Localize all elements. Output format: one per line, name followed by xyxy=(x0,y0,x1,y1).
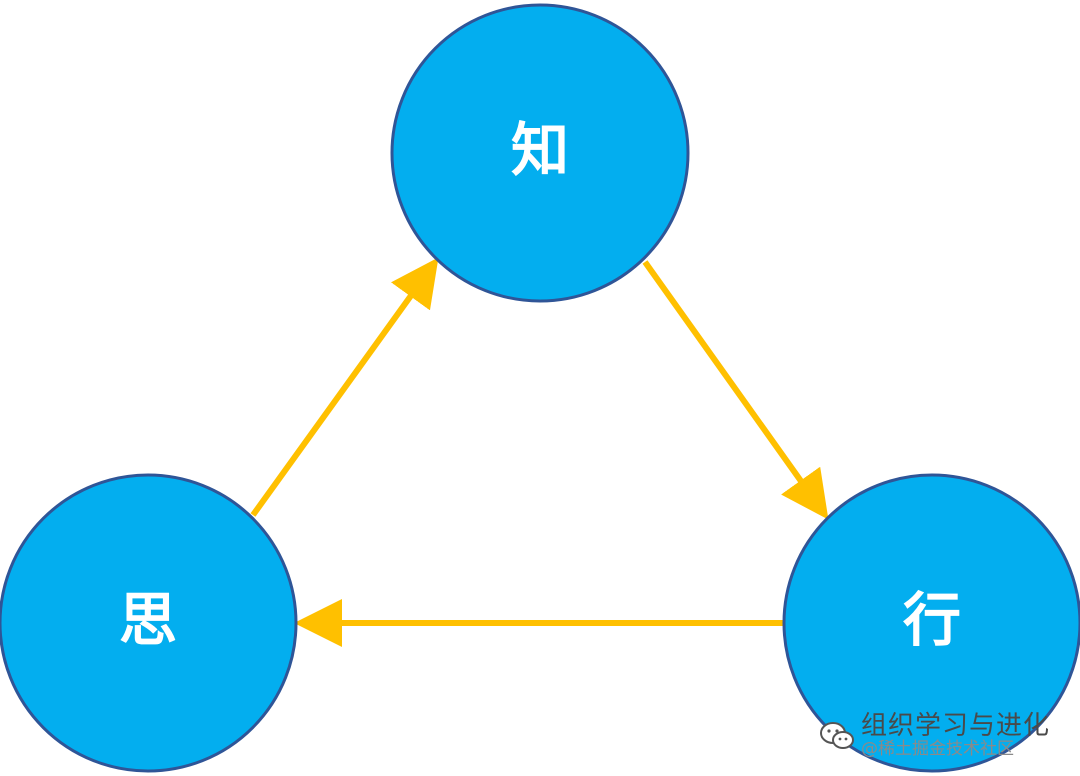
watermark-text: 组织学习与进化 @稀土掘金技术社区 xyxy=(861,713,1050,758)
node-si-circle xyxy=(0,473,298,773)
node-zhi-circle xyxy=(390,3,690,303)
watermark: 组织学习与进化 @稀土掘金技术社区 xyxy=(819,713,1050,758)
arrow-si-to-zhi xyxy=(250,257,439,517)
watermark-title: 组织学习与进化 xyxy=(860,711,1050,741)
node-si: 思 xyxy=(0,473,298,773)
node-xing-label: 行 xyxy=(903,586,961,654)
node-zhi-label: 知 xyxy=(511,116,569,184)
arrow-zhi-to-xing xyxy=(642,260,829,520)
wechat-icon xyxy=(819,721,854,749)
watermark-subtitle: @稀土掘金技术社区 xyxy=(860,739,1014,759)
node-zhi: 知 xyxy=(390,3,690,303)
node-xing: 行 xyxy=(782,473,1080,773)
node-si-label: 思 xyxy=(119,586,177,654)
node-xing-circle xyxy=(782,473,1080,773)
